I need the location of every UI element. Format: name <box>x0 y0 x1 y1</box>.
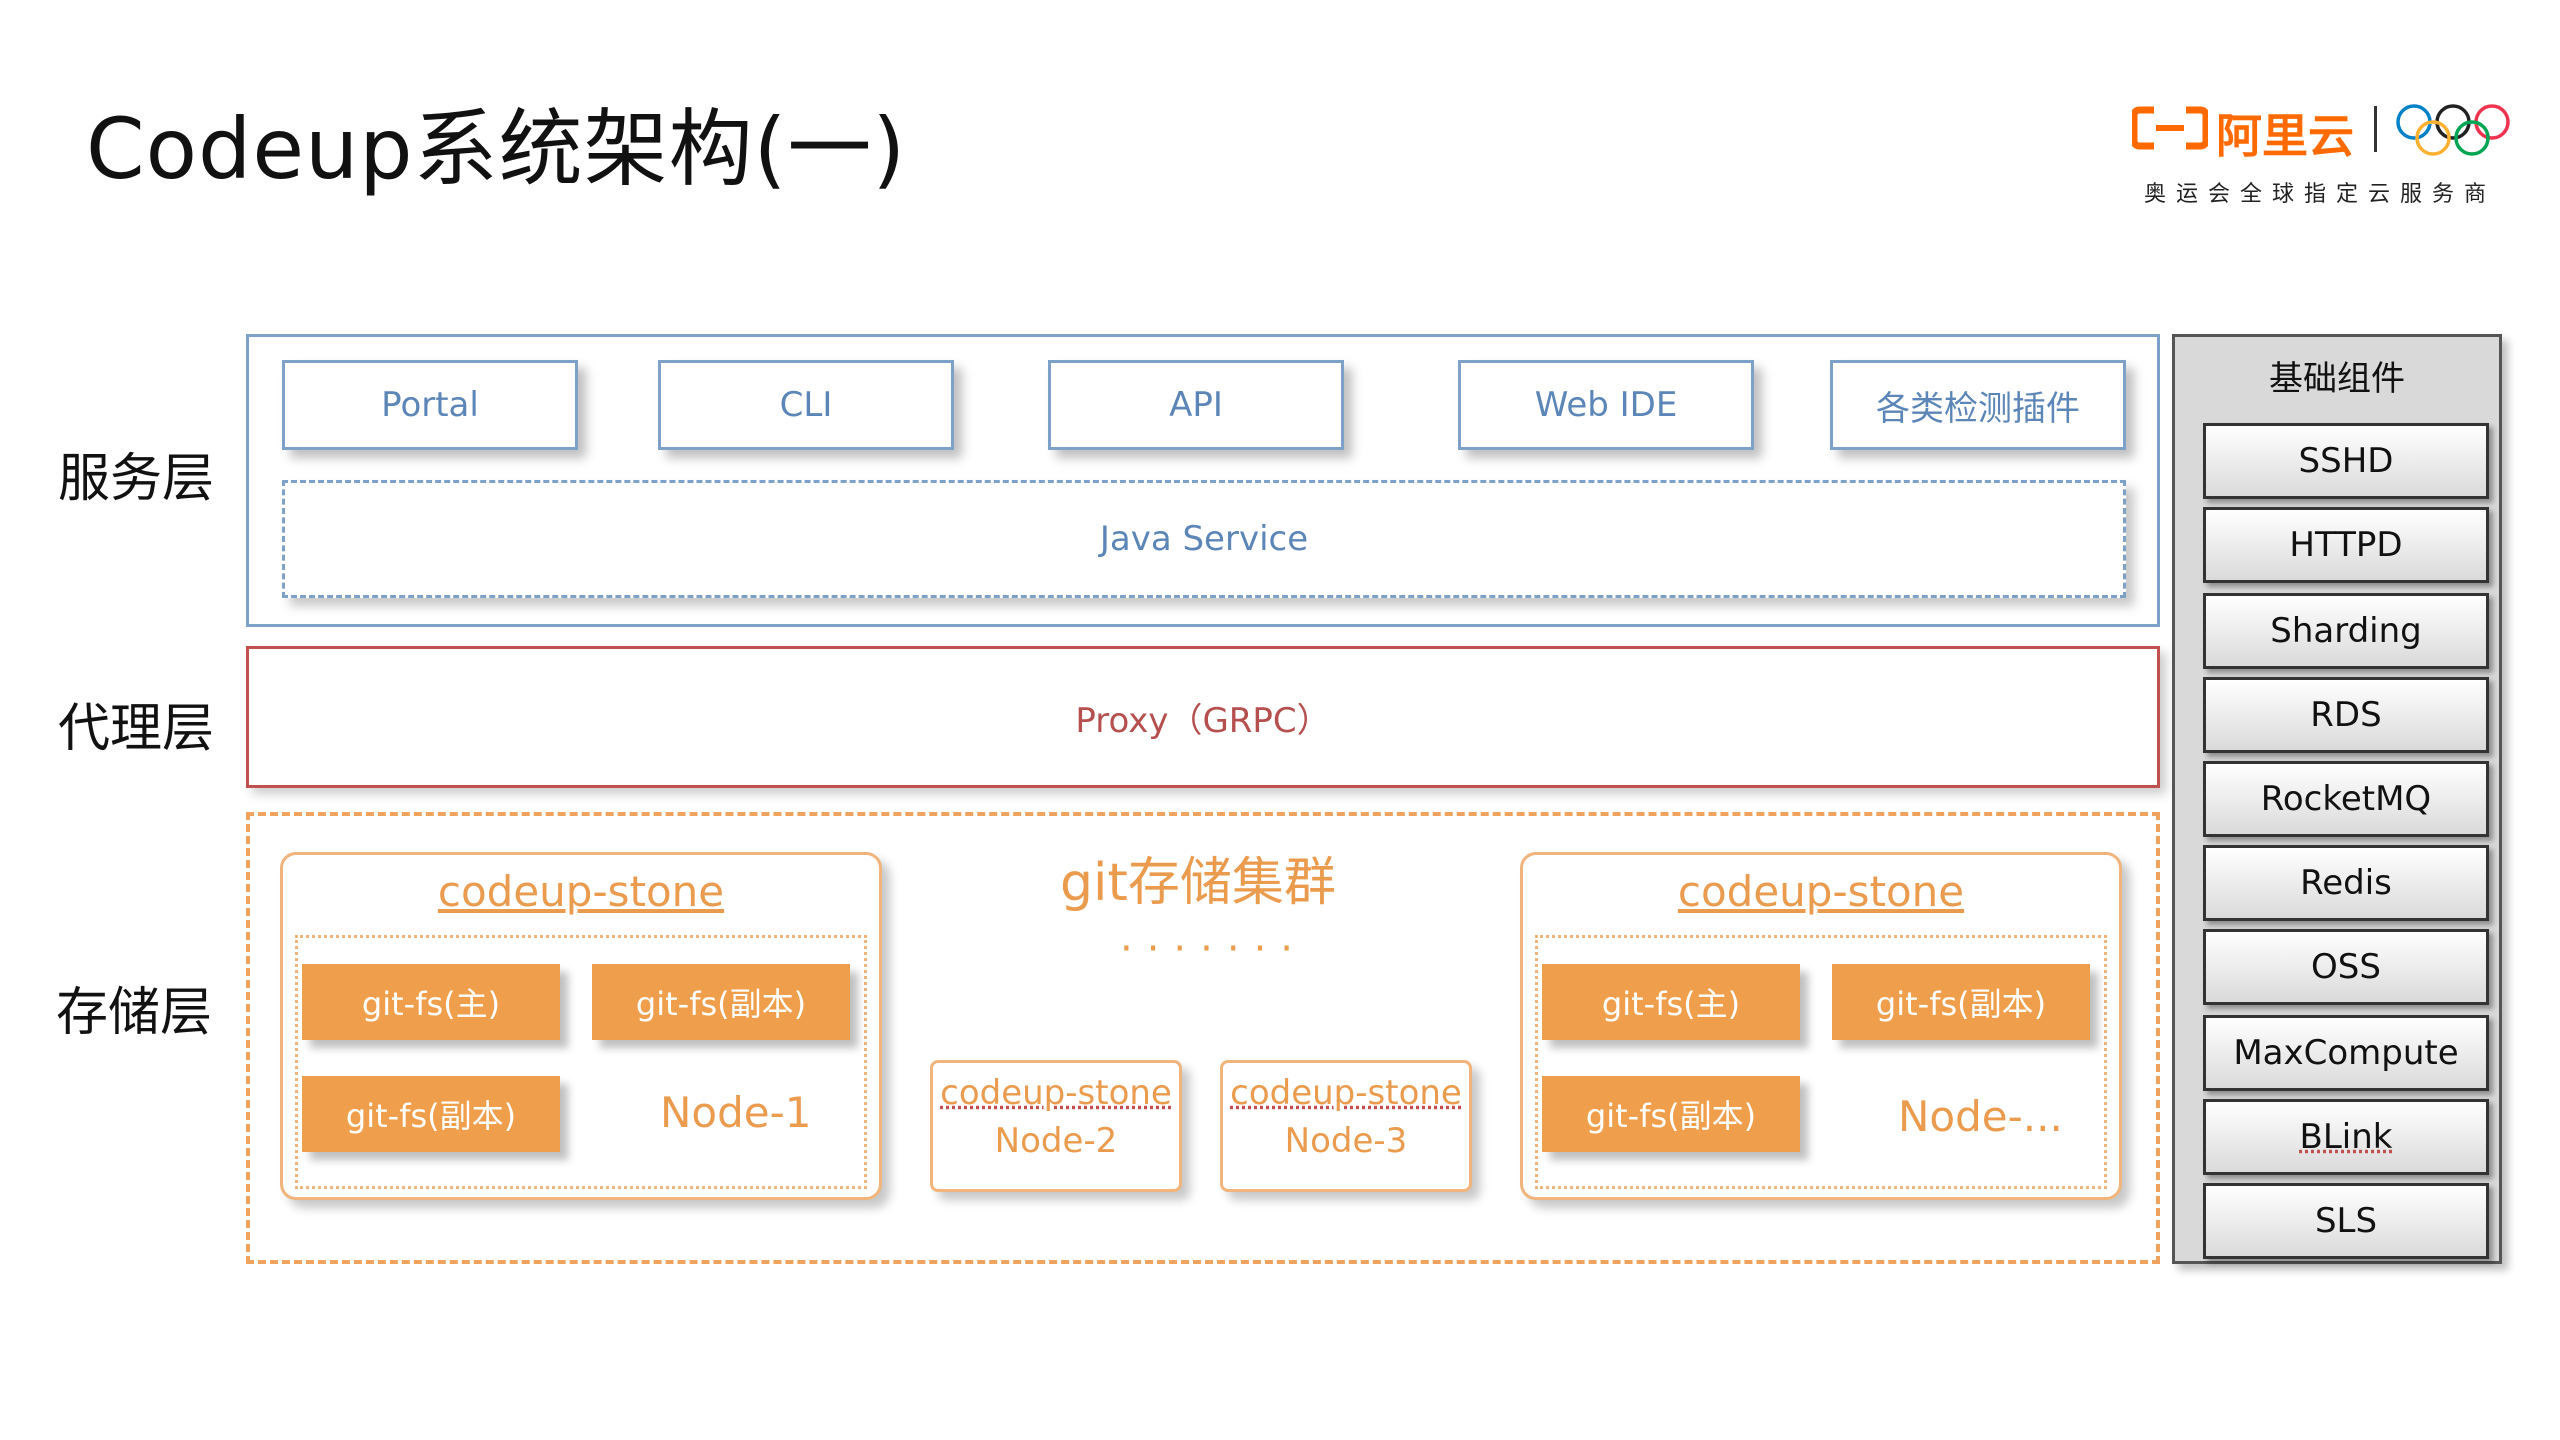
stone-inner-group <box>1535 935 2107 1189</box>
ellipsis-dots: ······· <box>1120 926 1308 972</box>
client-portal: Portal <box>282 360 578 450</box>
storage-layer-label: 存储层 <box>56 983 213 1043</box>
codeup-stone-node-3: codeup-stone Node-3 <box>1220 1060 1472 1192</box>
component-blink-label: BLink <box>2299 1117 2393 1157</box>
gitfs-replica: git-fs(副本) <box>1832 964 2090 1040</box>
logo-brand: 阿里云 <box>2216 109 2354 163</box>
stone-title: codeup-stone <box>437 867 725 916</box>
cluster-title: git存储集群 <box>1060 853 1336 913</box>
storage-layer <box>246 812 2160 1264</box>
aliyun-logo: 阿里云 奥运会全球指定云服务商 <box>2130 100 2510 210</box>
page-title: Codeup系统架构(一) <box>86 100 907 198</box>
java-service: Java Service <box>282 480 2126 598</box>
component-oss: OSS <box>2203 929 2489 1005</box>
gitfs-primary: git-fs(主) <box>1542 964 1800 1040</box>
node-label: Node-... <box>1898 1092 2063 1141</box>
aliyun-bracket-icon <box>2132 106 2208 150</box>
component-rocketmq: RocketMQ <box>2203 761 2489 837</box>
olympic-rings-icon <box>2396 104 2510 156</box>
base-components-title: 基础组件 <box>2269 359 2405 399</box>
gitfs-primary: git-fs(主) <box>302 964 560 1040</box>
component-sshd: SSHD <box>2203 423 2489 499</box>
node-label: Node-2 <box>994 1121 1118 1161</box>
stone-title: codeup-stone <box>940 1073 1172 1113</box>
proxy-layer: Proxy（GRPC） <box>246 646 2160 788</box>
logo-separator <box>2374 106 2377 152</box>
client-plugins: 各类检测插件 <box>1830 360 2126 450</box>
client-web-ide: Web IDE <box>1458 360 1754 450</box>
component-blink: BLink <box>2203 1099 2489 1175</box>
gitfs-replica: git-fs(副本) <box>302 1076 560 1152</box>
service-layer-label: 服务层 <box>58 449 215 509</box>
component-redis: Redis <box>2203 845 2489 921</box>
stone-inner-group <box>295 935 867 1189</box>
client-api: API <box>1048 360 1344 450</box>
base-components-panel: 基础组件 SSHD HTTPD Sharding RDS RocketMQ Re… <box>2172 334 2502 1264</box>
node-label: Node-3 <box>1284 1121 1408 1161</box>
component-sharding: Sharding <box>2203 593 2489 669</box>
component-rds: RDS <box>2203 677 2489 753</box>
logo-slogan: 奥运会全球指定云服务商 <box>2143 182 2496 207</box>
component-httpd: HTTPD <box>2203 507 2489 583</box>
node-label: Node-1 <box>660 1088 812 1137</box>
gitfs-replica: git-fs(副本) <box>592 964 850 1040</box>
codeup-stone-node-2: codeup-stone Node-2 <box>930 1060 1182 1192</box>
client-cli: CLI <box>658 360 954 450</box>
proxy-layer-label: 代理层 <box>58 699 215 759</box>
stone-title: codeup-stone <box>1230 1073 1462 1113</box>
component-maxcompute: MaxCompute <box>2203 1015 2489 1091</box>
gitfs-replica: git-fs(副本) <box>1542 1076 1800 1152</box>
stone-title: codeup-stone <box>1677 867 1965 916</box>
component-sls: SLS <box>2203 1183 2489 1259</box>
